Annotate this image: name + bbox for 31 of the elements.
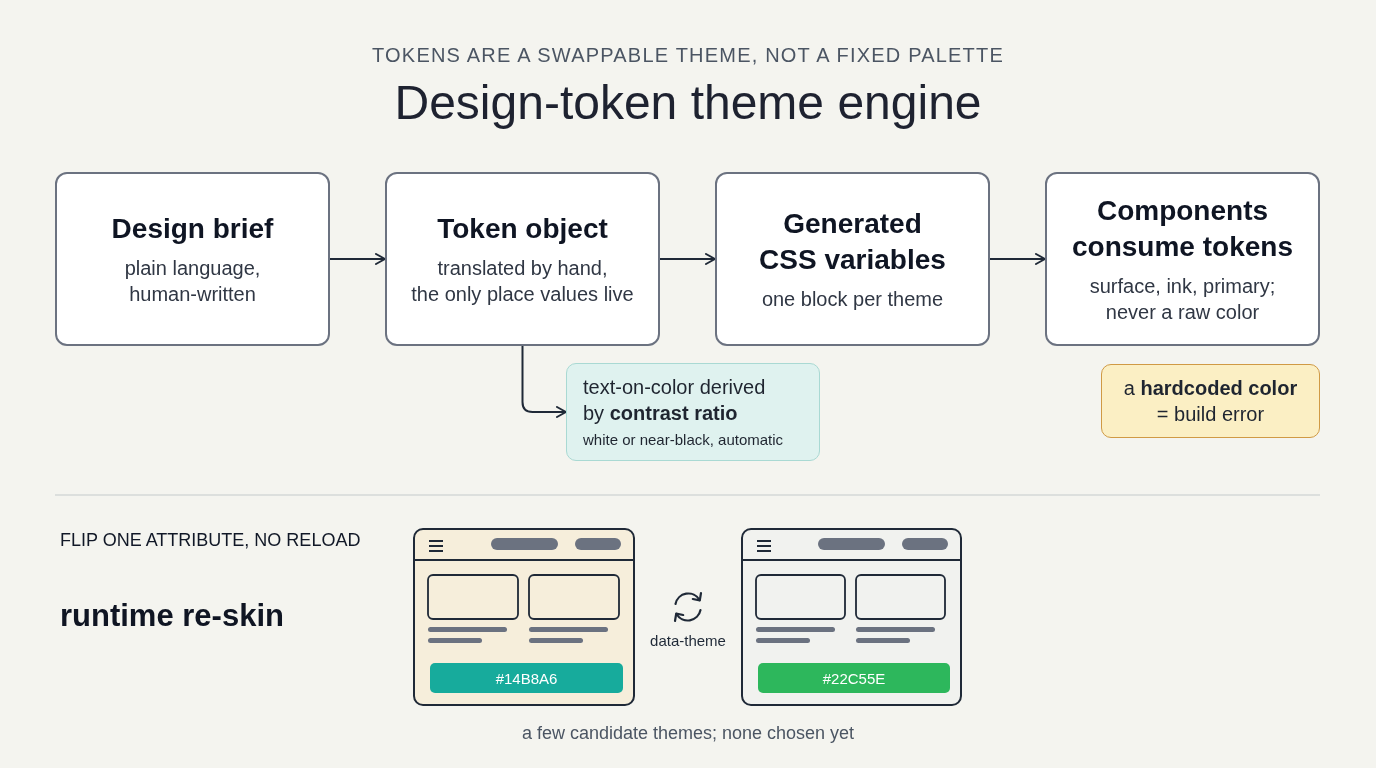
box-heading: Token object (437, 212, 608, 246)
app-window-mockup (741, 528, 962, 706)
box-description: one block per theme (761, 287, 944, 312)
arrow (521, 345, 567, 418)
primary-button: #14B8A6 (430, 663, 623, 693)
box-heading: Components consume tokens (1071, 194, 1294, 264)
process-box (385, 172, 660, 346)
box-description: translated by hand, the only place values live (411, 256, 634, 307)
note-text: text-on-color derived by contrast ratio (583, 375, 767, 426)
box-description: plain language, human-written (124, 256, 261, 307)
title: Design-token theme engine (394, 75, 982, 131)
box-heading: Generated CSS variables (758, 207, 947, 277)
arrow (989, 253, 1046, 265)
icon-caption: data-theme (650, 632, 726, 650)
arrow (659, 253, 716, 265)
process-box (1045, 172, 1320, 346)
app-window-mockup (413, 528, 635, 706)
process-box (55, 172, 330, 346)
note-box (566, 363, 820, 461)
note-subtext: white or near-black, automatic (583, 430, 784, 450)
warning-box (1101, 364, 1320, 438)
caption: a few candidate themes; none chosen yet (521, 722, 855, 744)
arrow (329, 253, 386, 265)
process-box (715, 172, 990, 346)
warning-text: a hardcoded color = build error (1122, 376, 1299, 427)
primary-button: #22C55E (758, 663, 950, 693)
box-description: surface, ink, primary; never a raw color (1089, 274, 1276, 325)
box-heading: Design brief (111, 212, 274, 246)
subtitle: TOKENS ARE A SWAPPABLE THEME, NOT A FIXED PALETTE (372, 43, 1004, 67)
section-heading: runtime re-skin (60, 596, 284, 634)
section-label: FLIP ONE ATTRIBUTE, NO RELOAD (60, 529, 361, 551)
